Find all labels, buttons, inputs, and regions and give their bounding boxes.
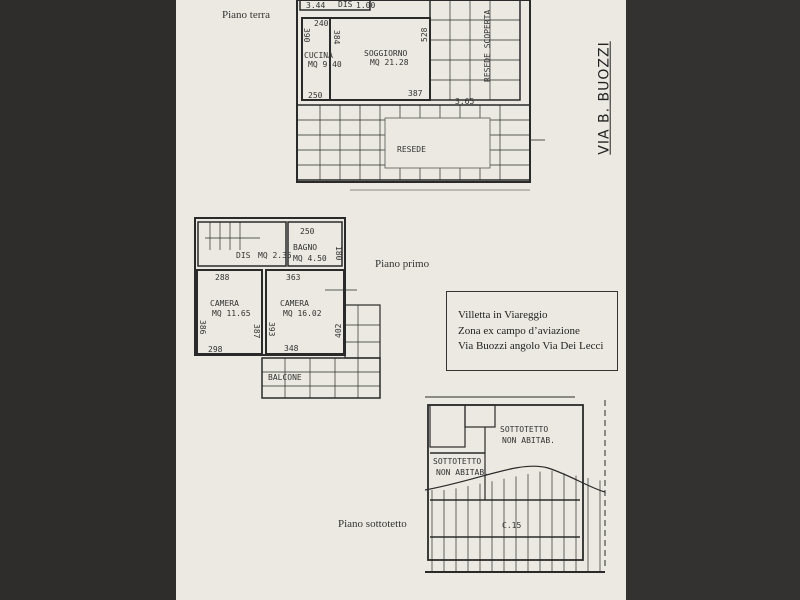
dim-label: 348 [284, 344, 299, 353]
bath-label: BAGNO [293, 243, 317, 252]
dim-label: 386 [198, 320, 207, 335]
hall-label: DIS [236, 251, 251, 260]
kitchen-label: CUCINA [304, 51, 333, 60]
background-surface [626, 0, 800, 600]
hall-area: MQ 2.35 [258, 251, 292, 260]
yard-open-label: RESEDE SCOPERTA [483, 10, 492, 82]
dim-label: 528 [420, 27, 429, 42]
dim-label: 250 [300, 227, 315, 236]
bedroom-1 [196, 269, 263, 355]
bedroom-2 [265, 269, 345, 355]
dim-label: 387 [252, 324, 261, 339]
attic-floor-label: Piano sottotetto [338, 518, 407, 530]
info-line: Zona ex campo d’aviazione [458, 324, 580, 337]
ground-floor-plan: 3.44 DIS 1.00 240 390 384 528 CUCINA MQ … [296, 0, 545, 191]
dim-label: 384 [332, 30, 341, 45]
dim-label: 298 [208, 345, 223, 354]
ground-floor-label: Piano terra [222, 9, 270, 21]
dim-label: 250 [308, 91, 323, 100]
living-area: MQ 21.28 [370, 58, 409, 67]
first-floor-label: Piano primo [375, 258, 430, 270]
dim-label: 390 [302, 28, 311, 43]
attic-1-note: NON ABITAB. [502, 436, 555, 445]
attic-floor-plan: SOTTOTETTO NON ABITAB. SOTTOTETTO NON AB… [424, 396, 606, 573]
kitchen-area: MQ 9.40 [308, 60, 342, 69]
property-info-box: Villetta in Viareggio Zona ex campo d’av… [446, 291, 618, 371]
hall-label: DIS [338, 0, 353, 9]
attic-2-note: NON ABITAB. [436, 468, 489, 477]
yard [296, 104, 531, 181]
bedroom-2-label: CAMERA [280, 299, 309, 308]
dim-label: 363 [286, 273, 301, 282]
street-label: VIA B. BUOZZI [596, 41, 613, 155]
info-line: Villetta in Viareggio [458, 309, 548, 321]
bedroom-1-label: CAMERA [210, 299, 239, 308]
yard-open [429, 0, 521, 101]
dim-label: 3.65 [455, 97, 474, 106]
first-floor-plan: 250 180 BAGNO MQ 4.50 DIS MQ 2.35 288 36… [194, 217, 381, 399]
stair-hall [197, 221, 287, 267]
attic-1-label: SOTTOTETTO [500, 425, 548, 434]
yard-label: RESEDE [397, 145, 426, 154]
bedroom-1-area: MQ 11.65 [212, 309, 251, 318]
dim-label: 288 [215, 273, 230, 282]
dim-label: 3.44 [306, 1, 325, 10]
dim-label: 393 [267, 322, 276, 337]
info-line: Via Buozzi angolo Via Dei Lecci [458, 340, 604, 352]
dim-label: 387 [408, 89, 423, 98]
hall-area: 1.00 [356, 1, 375, 10]
attic-2-label: SOTTOTETTO [433, 457, 481, 466]
attic-note: C.15 [502, 521, 521, 530]
bathroom [287, 221, 343, 267]
living-label: SOGGIORNO [364, 49, 408, 58]
dim-label: 402 [334, 323, 343, 338]
bedroom-2-area: MQ 16.02 [283, 309, 322, 318]
dim-label: 180 [334, 246, 343, 261]
dim-label: 240 [314, 19, 329, 28]
balcony [261, 357, 381, 399]
balcony-label: BALCONE [268, 373, 302, 382]
bath-area: MQ 4.50 [293, 254, 327, 263]
